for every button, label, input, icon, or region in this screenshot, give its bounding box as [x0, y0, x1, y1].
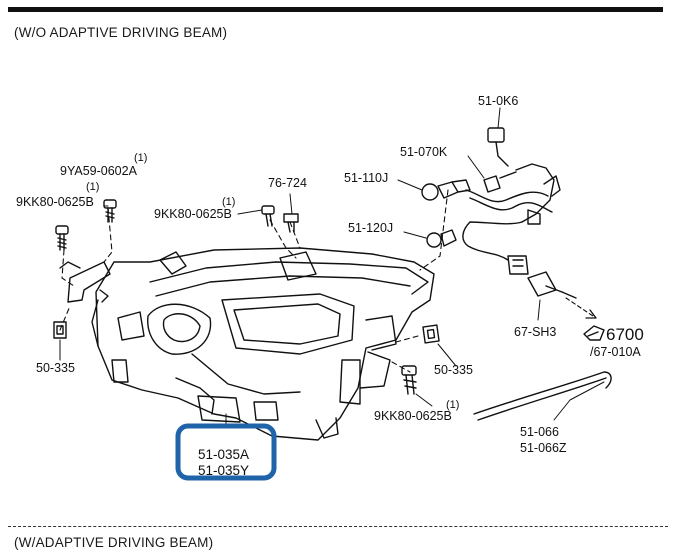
trim-strip-51-066 [473, 371, 612, 421]
connector-67-sh3 [527, 271, 577, 299]
label-76-724: 76-724 [268, 176, 307, 190]
label-50-335-right: 50-335 [434, 363, 473, 377]
label-9ya59: 9YA59-0602A [60, 164, 138, 178]
label-leaders [59, 107, 605, 427]
section-title-with-adb: (W/ADAPTIVE DRIVING BEAM) [14, 535, 214, 550]
highlight-box-51-035 [175, 423, 277, 481]
label-51-066: 51-066 [520, 425, 559, 439]
clip-76-724 [283, 213, 299, 233]
screw-9kk80-mid [261, 205, 275, 227]
label-51-035a: 51-035A [198, 447, 249, 462]
label-9kk80-mid: 9KK80-0625B [154, 207, 232, 221]
screw-9kk80-lower [401, 365, 417, 395]
qty-9kk80-mid: (1) [222, 196, 235, 208]
clip-50-335-right [422, 324, 440, 344]
clip-50-335-left [53, 321, 67, 339]
label-51-0k6: 51-0K6 [478, 94, 518, 108]
bulb-51-120j [426, 229, 457, 248]
socket-51-070k [483, 171, 517, 193]
label-9kk80-lower: 9KK80-0625B [374, 409, 452, 423]
label-6700: 6700 [606, 325, 644, 344]
connector-51-0k6 [487, 127, 509, 167]
label-51-035y: 51-035Y [198, 463, 249, 478]
label-51-120j: 51-120J [348, 221, 393, 235]
label-67-010a: /67-010A [590, 345, 641, 359]
top-rule [8, 7, 663, 12]
section-title-without-adb: (W/O ADAPTIVE DRIVING BEAM) [14, 25, 228, 40]
qty-9ya59: (1) [134, 152, 147, 164]
label-51-066z: 51-066Z [520, 441, 567, 455]
headlamp-housing [59, 247, 435, 441]
label-67-sh3: 67-SH3 [514, 325, 556, 339]
harness-6700-icon [583, 325, 605, 341]
label-9kk80-left: 9KK80-0625B [16, 195, 94, 209]
label-50-335-left: 50-335 [36, 361, 75, 375]
screw-9ya59-top [103, 199, 117, 223]
label-51-070k: 51-070K [400, 145, 448, 159]
screw-9kk80-left [55, 225, 69, 251]
section-divider [8, 526, 668, 527]
bulb-51-110j [421, 179, 471, 201]
qty-9kk80-left: (1) [86, 181, 99, 193]
wiring-harness [462, 163, 561, 275]
leader-lines [59, 189, 449, 373]
qty-9kk80-lower: (1) [446, 399, 459, 411]
label-51-110j: 51-110J [344, 171, 388, 185]
